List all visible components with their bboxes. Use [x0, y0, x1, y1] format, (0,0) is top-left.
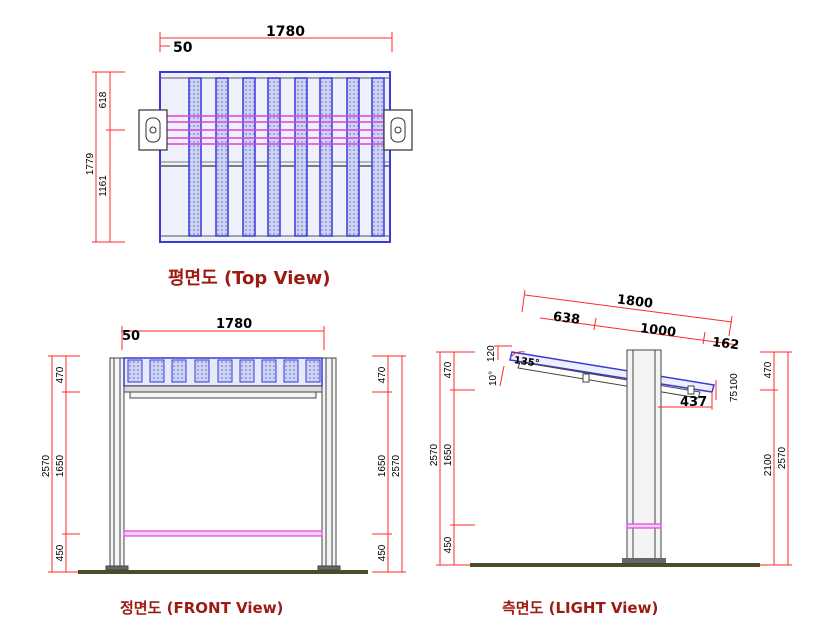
side-bracket-right [687, 385, 695, 395]
front-ground [78, 570, 368, 574]
side-left-total: 2570 [429, 443, 440, 466]
top-width-dimension [159, 32, 393, 52]
side-length-dimension [521, 289, 739, 346]
front-right-mid: 1650 [377, 454, 388, 477]
side-small-dimensions [494, 345, 717, 410]
front-left-top: 470 [55, 366, 66, 383]
front-view-title: 정면도 (FRONT View) [120, 599, 283, 617]
front-width-dimension [121, 326, 325, 350]
side-ground [470, 563, 760, 567]
side-bottom-bar [626, 523, 662, 529]
front-right-top: 470 [377, 366, 388, 383]
top-width-label: 1780 [266, 24, 305, 40]
front-subbeam [129, 391, 317, 399]
top-depth-upper-label: 618 [98, 91, 109, 108]
side-right-100: 100 [729, 373, 740, 390]
side-seg1-label: 638 [552, 310, 581, 328]
side-right-75: 75 [729, 390, 740, 402]
side-left-mid: 1650 [443, 443, 454, 466]
front-view: 1780 50 2570 1650 470 450 470 1650 2570 … [41, 317, 406, 574]
side-tilt-label: 10° [488, 371, 499, 386]
front-posts [105, 357, 341, 571]
top-depth-lower-label: 1161 [98, 175, 109, 197]
top-panels [188, 77, 385, 237]
top-right-bracket [383, 109, 413, 151]
front-left-bottom: 450 [55, 544, 66, 561]
side-view-title: 측면도 (LIGHT View) [502, 599, 658, 617]
front-right-dimensions [372, 355, 406, 573]
front-right-bottom: 450 [377, 544, 388, 561]
side-offset-437: 437 [680, 395, 707, 410]
side-angle-label: 135° [513, 355, 540, 369]
side-post [626, 349, 662, 564]
side-seg2-label: 1000 [639, 321, 677, 340]
side-length-label: 1800 [616, 292, 654, 311]
top-view-title: 평면도 (Top View) [168, 268, 330, 289]
front-beam [123, 385, 323, 393]
top-view: 1780 50 1779 618 1161 [85, 24, 413, 243]
side-left-bottom: 450 [443, 536, 454, 553]
top-left-bracket [138, 109, 168, 151]
front-left-total: 2570 [41, 454, 52, 477]
side-post-base [622, 558, 666, 563]
front-offset-label: 50 [122, 329, 140, 344]
side-right-dimensions [760, 351, 792, 566]
side-view: 1800 638 1000 162 470 2570 1650 450 470 … [429, 289, 792, 567]
top-depth-total-label: 1779 [85, 152, 96, 175]
front-right-total: 2570 [391, 454, 402, 477]
side-seg3-label: 162 [711, 335, 740, 353]
front-left-dimensions [48, 355, 80, 573]
side-left-top: 470 [443, 361, 454, 378]
top-offset-label: 50 [173, 40, 193, 56]
front-width-label: 1780 [216, 317, 252, 332]
side-right-total: 2570 [777, 446, 788, 469]
side-right-top: 470 [763, 361, 774, 378]
front-bottom-bar [123, 530, 323, 537]
front-left-mid: 1650 [55, 454, 66, 477]
front-roof-panels [127, 359, 321, 383]
side-right-mid: 2100 [763, 453, 774, 476]
side-bracket-left [582, 373, 590, 383]
side-left-dimensions [436, 351, 475, 566]
side-top-dim: 120 [486, 345, 497, 362]
top-crossbars [140, 115, 410, 145]
top-depth-dimension [92, 71, 125, 243]
